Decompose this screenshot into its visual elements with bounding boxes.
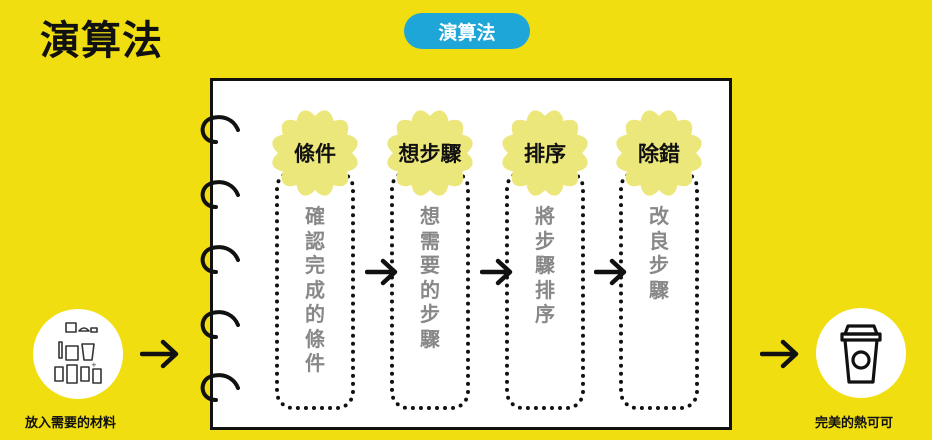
step-description: 將步驟排序 xyxy=(535,204,555,326)
input-caption: 放入需要的材料 xyxy=(25,416,117,431)
output-caption: 完美的熱可可 xyxy=(815,416,894,431)
step-debug: 除錯 改良步驟 xyxy=(614,108,704,413)
step-conditions: 條件 確認完成的條件 xyxy=(270,108,360,413)
binder-ring-icon xyxy=(194,305,246,345)
binder-ring-icon xyxy=(194,368,246,408)
step-title: 想步驟 xyxy=(398,142,462,166)
step-title: 除錯 xyxy=(638,142,680,166)
svg-text:+: + xyxy=(91,361,97,369)
title-pill: 演算法 xyxy=(404,13,530,49)
badge-icon: 排序 xyxy=(500,108,590,198)
badge-icon: 想步驟 xyxy=(385,108,475,198)
binder-ring-icon xyxy=(194,175,246,215)
badge-icon: 條件 xyxy=(270,108,360,198)
step-think-steps: 想步驟 想需要的步驟 xyxy=(385,108,475,413)
page-title: 演算法 xyxy=(40,18,163,64)
arrow-right-icon xyxy=(594,258,627,286)
badge-icon: 除錯 xyxy=(614,108,704,198)
step-title: 排序 xyxy=(524,142,566,166)
ingredients-icon: + xyxy=(54,322,102,384)
ingredients-circle: + xyxy=(33,309,123,399)
arrow-right-icon xyxy=(760,339,799,369)
step-title: 條件 xyxy=(294,142,336,166)
arrow-right-icon xyxy=(480,258,513,286)
arrow-right-icon xyxy=(140,339,179,369)
step-sort: 排序 將步驟排序 xyxy=(500,108,590,413)
binder-ring-icon xyxy=(194,110,246,150)
arrow-right-icon xyxy=(365,258,398,286)
step-description: 改良步驟 xyxy=(649,204,669,302)
cocoa-circle xyxy=(816,308,906,398)
step-description: 確認完成的條件 xyxy=(305,204,325,375)
step-description: 想需要的步驟 xyxy=(420,204,440,351)
coffee-cup-icon xyxy=(840,324,882,384)
binder-ring-icon xyxy=(194,240,246,280)
